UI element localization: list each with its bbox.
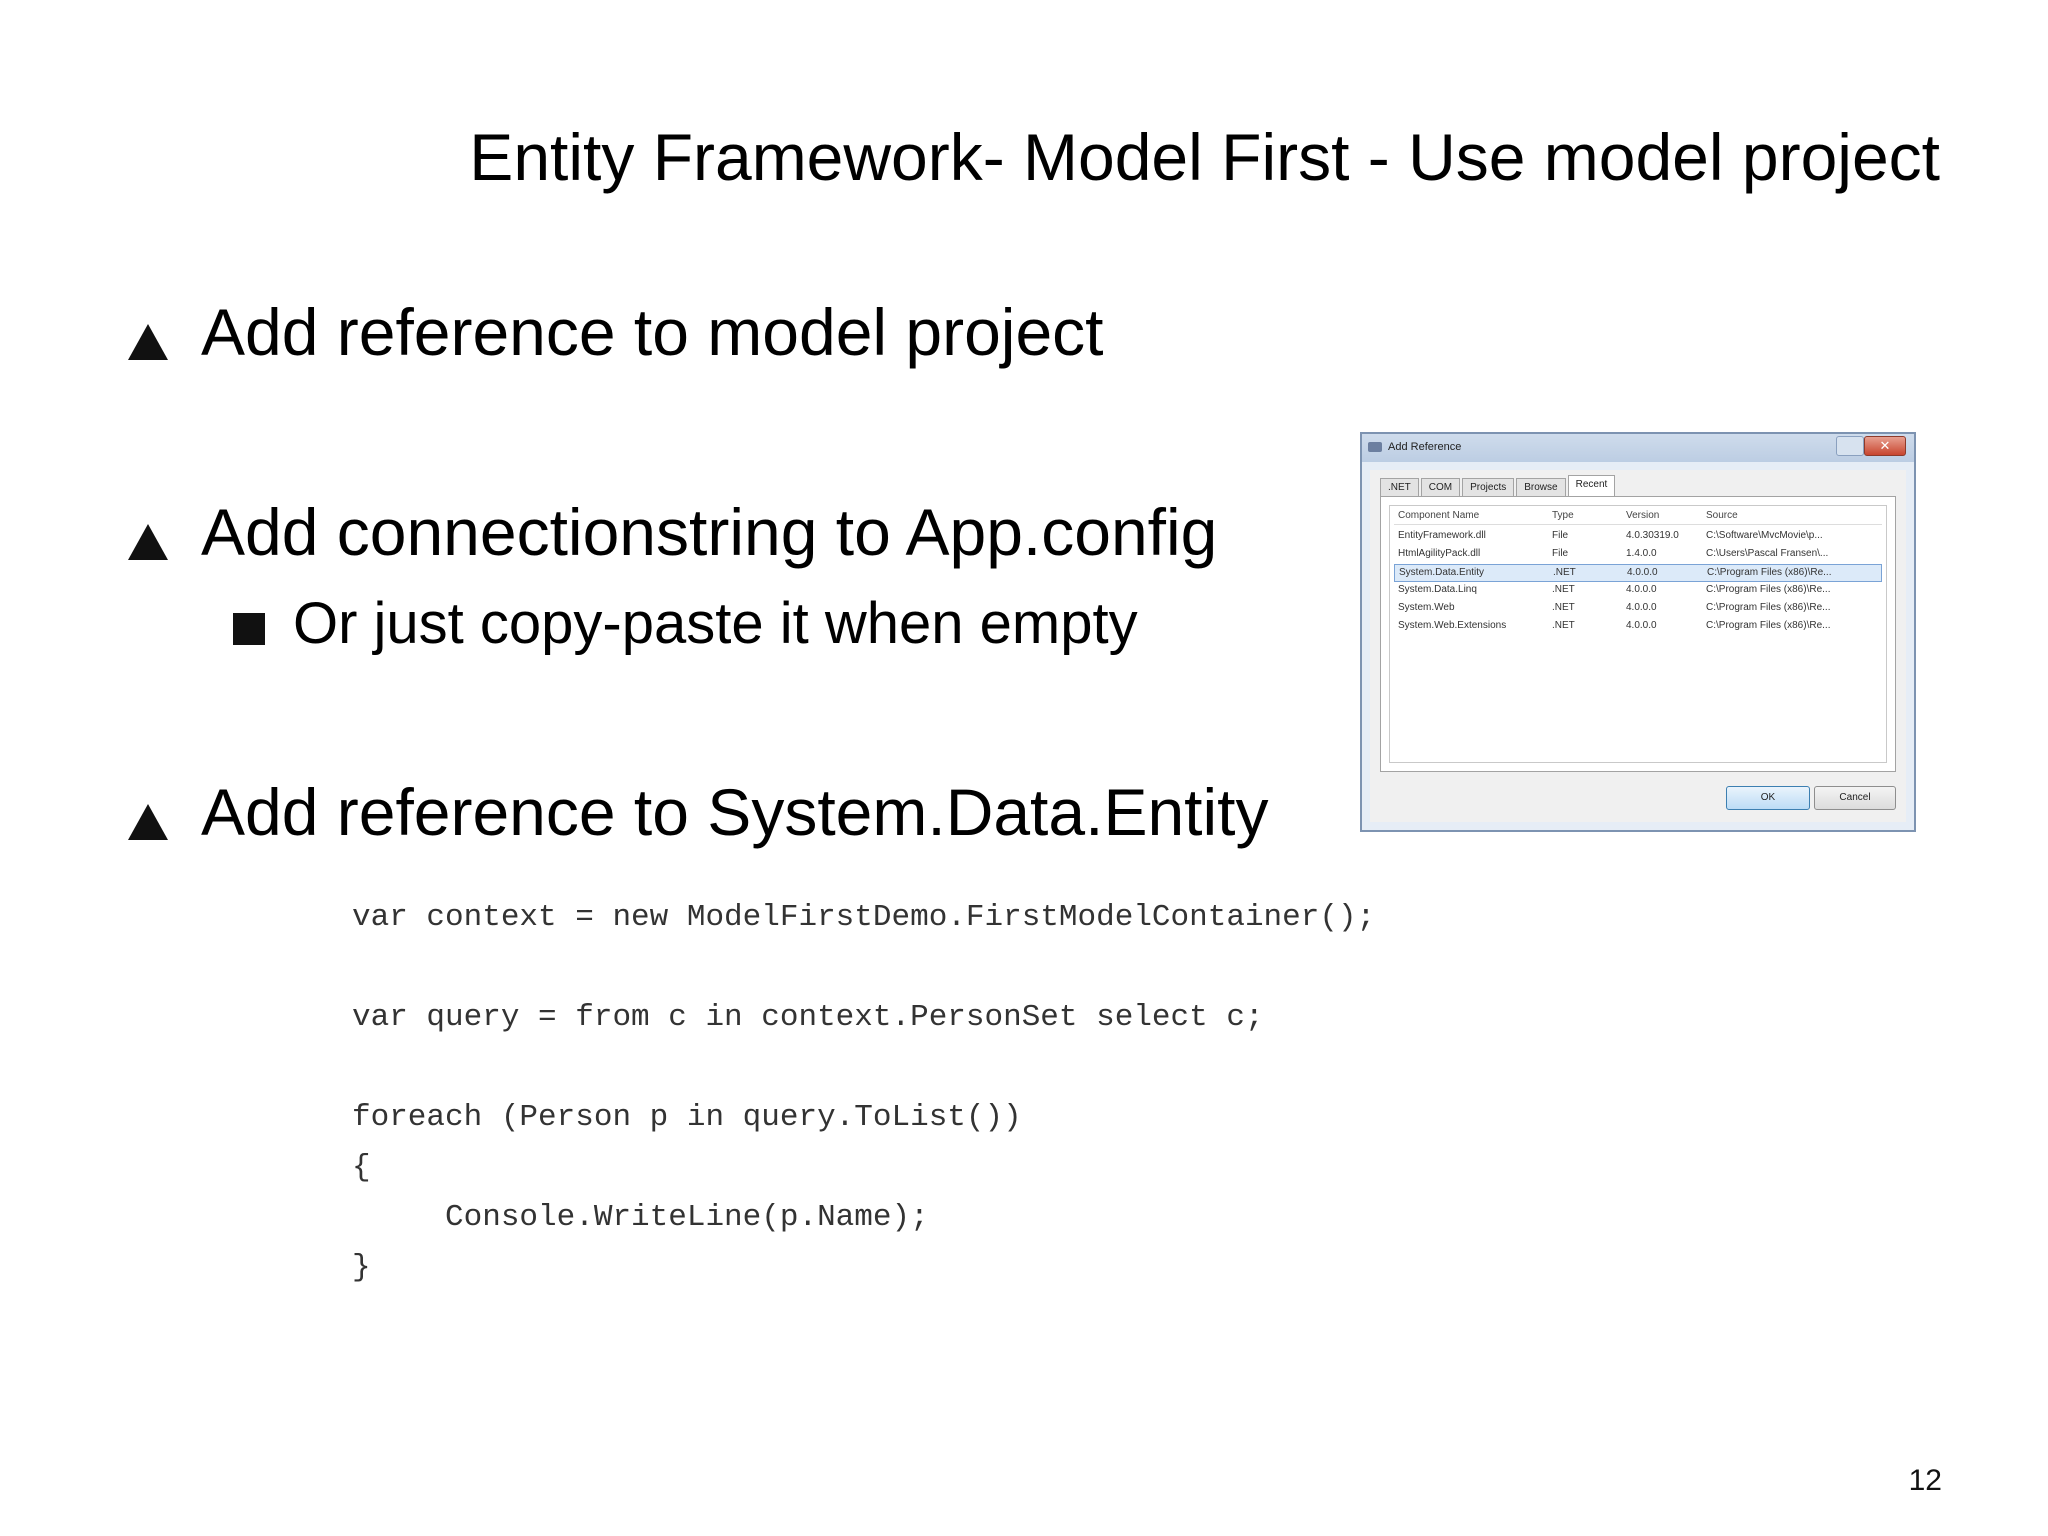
column-header-type[interactable]: Type	[1552, 510, 1574, 521]
component-source: C:\Program Files (x86)\Re...	[1706, 620, 1831, 631]
component-source: C:\Users\Pascal Fransen\...	[1706, 548, 1829, 559]
triangle-bullet-icon	[128, 324, 168, 360]
triangle-bullet-icon	[128, 524, 168, 560]
code-line: var context = new ModelFirstDemo.FirstMo…	[352, 900, 1376, 935]
tab-com[interactable]: COM	[1420, 478, 1461, 496]
tab-dotnet[interactable]: .NET	[1380, 478, 1419, 496]
list-item-selected[interactable]: System.Data.Entity .NET 4.0.0.0 C:\Progr…	[1394, 564, 1882, 582]
code-line: foreach (Person p in query.ToList())	[352, 1100, 1022, 1135]
component-type: File	[1552, 530, 1569, 541]
list-item[interactable]: System.Data.Linq .NET 4.0.0.0 C:\Program…	[1394, 582, 1882, 598]
sub-bullet-text: Or just copy-paste it when empty	[293, 591, 1138, 656]
column-header-source[interactable]: Source	[1706, 510, 1738, 521]
component-version: 4.0.0.0	[1626, 620, 1657, 631]
reference-list[interactable]: Component Name Type Version Source Entit…	[1389, 505, 1887, 763]
bullet-text: Add reference to System.Data.Entity	[201, 775, 1269, 849]
minimize-button[interactable]	[1836, 436, 1864, 456]
list-item[interactable]: HtmlAgilityPack.dll File 1.4.0.0 C:\User…	[1394, 546, 1882, 562]
code-line: var query = from c in context.PersonSet …	[352, 1000, 1264, 1035]
page-number: 12	[1908, 1464, 1942, 1497]
column-header-component-name[interactable]: Component Name	[1398, 510, 1480, 521]
tab-recent[interactable]: Recent	[1567, 475, 1616, 496]
list-item[interactable]: System.Web .NET 4.0.0.0 C:\Program Files…	[1394, 600, 1882, 616]
component-version: 4.0.0.0	[1626, 602, 1657, 613]
dialog-titlebar: Add Reference ✕	[1362, 434, 1914, 462]
column-header-version[interactable]: Version	[1626, 510, 1660, 521]
dialog-app-icon	[1368, 442, 1382, 452]
component-version: 4.0.0.0	[1626, 584, 1657, 595]
list-header: Component Name Type Version Source	[1394, 508, 1882, 525]
list-item[interactable]: EntityFramework.dll File 4.0.30319.0 C:\…	[1394, 528, 1882, 544]
component-type: .NET	[1552, 602, 1575, 613]
component-source: C:\Program Files (x86)\Re...	[1706, 602, 1831, 613]
component-type: .NET	[1552, 620, 1575, 631]
component-source: C:\Program Files (x86)\Re...	[1707, 567, 1832, 578]
component-name: System.Web.Extensions	[1398, 620, 1507, 631]
close-button[interactable]: ✕	[1864, 436, 1906, 456]
tab-projects[interactable]: Projects	[1462, 478, 1515, 496]
bullet-text: Add reference to model project	[201, 295, 1104, 369]
square-bullet-icon	[233, 613, 265, 645]
component-version: 4.0.30319.0	[1626, 530, 1679, 541]
dialog-title: Add Reference	[1388, 441, 1462, 453]
component-version: 4.0.0.0	[1627, 567, 1658, 578]
dialog-tab-panel: Component Name Type Version Source Entit…	[1380, 496, 1896, 772]
triangle-bullet-icon	[128, 804, 168, 840]
list-item[interactable]: System.Web.Extensions .NET 4.0.0.0 C:\Pr…	[1394, 618, 1882, 634]
tab-browse[interactable]: Browse	[1516, 478, 1566, 496]
code-line: {	[352, 1150, 371, 1185]
component-name: EntityFramework.dll	[1398, 530, 1486, 541]
slide-title: Entity Framework- Model First - Use mode…	[469, 120, 1940, 194]
component-source: C:\Program Files (x86)\Re...	[1706, 584, 1831, 595]
code-line: }	[352, 1250, 371, 1285]
ok-button[interactable]: OK	[1726, 786, 1810, 810]
component-type: .NET	[1553, 567, 1576, 578]
component-name: HtmlAgilityPack.dll	[1398, 548, 1481, 559]
component-version: 1.4.0.0	[1626, 548, 1657, 559]
code-snippet: var context = new ModelFirstDemo.FirstMo…	[352, 900, 1375, 1285]
component-name: System.Data.Entity	[1399, 567, 1485, 578]
cancel-button[interactable]: Cancel	[1814, 786, 1896, 810]
component-name: System.Data.Linq	[1398, 584, 1477, 595]
component-type: File	[1552, 548, 1569, 559]
bullet-text: Add connectionstring to App.config	[201, 495, 1218, 569]
component-type: .NET	[1552, 584, 1575, 595]
code-line: Console.WriteLine(p.Name);	[352, 1200, 929, 1235]
component-name: System.Web	[1398, 602, 1455, 613]
component-source: C:\Software\MvcMovie\p...	[1706, 530, 1823, 541]
